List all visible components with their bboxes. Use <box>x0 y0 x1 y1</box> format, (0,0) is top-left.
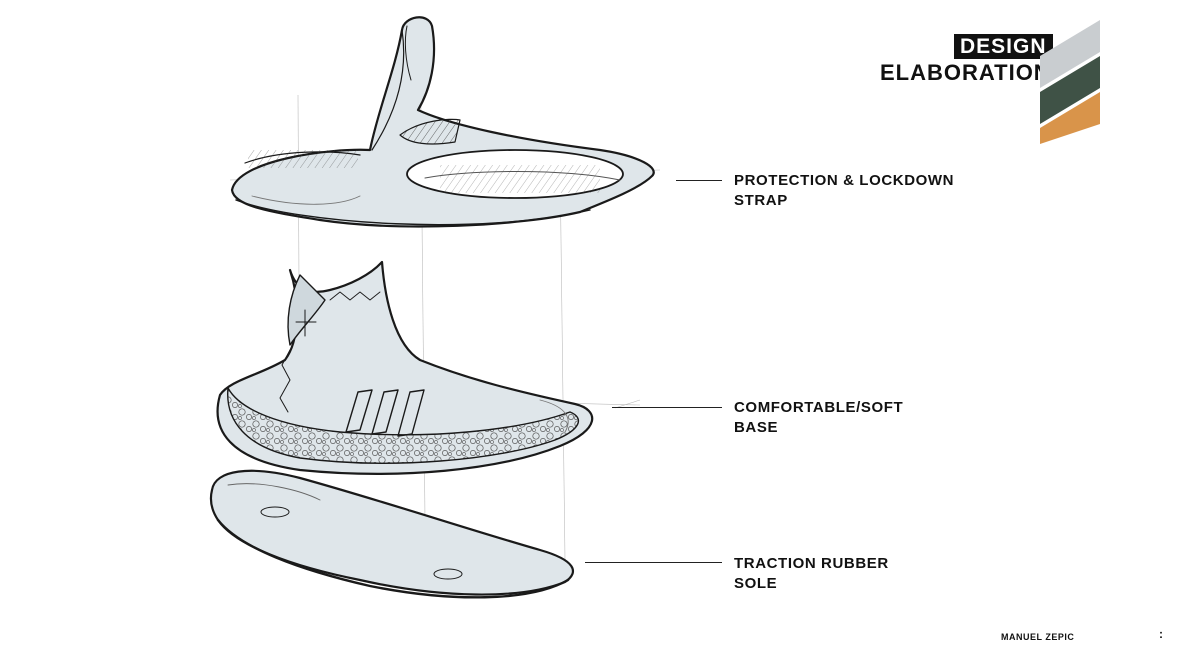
accent-stripe-grey <box>1040 20 1100 88</box>
callout-sole-line2: SOLE <box>734 575 778 592</box>
strap-layer <box>230 16 655 228</box>
callout-strap: PROTECTION & LOCKDOWN STRAP <box>734 171 954 211</box>
accent-stripe-green <box>1040 56 1100 124</box>
callout-base-line2: BASE <box>734 419 779 436</box>
accent-stripes <box>1040 20 1100 144</box>
author-name: MANUEL ZEPIC <box>1001 632 1075 642</box>
callout-strap-line1: PROTECTION & LOCKDOWN <box>734 172 955 189</box>
callout-sole: TRACTION RUBBER SOLE <box>734 554 889 594</box>
callout-sole-line1: TRACTION RUBBER <box>734 555 889 572</box>
three-stripes <box>345 389 425 437</box>
leader-line-sole <box>585 562 722 563</box>
outsole-layer <box>209 469 575 599</box>
title-design: DESIGN <box>954 34 1053 59</box>
title-elaboration: ELABORATION <box>880 60 1051 85</box>
leader-line-strap <box>676 180 722 181</box>
callout-strap-line2: STRAP <box>734 192 788 209</box>
leader-line-base <box>612 407 722 408</box>
upper-base-layer <box>216 260 594 475</box>
page-mark: : <box>1159 627 1163 641</box>
callout-base: COMFORTABLE/SOFT BASE <box>734 398 903 438</box>
accent-stripe-orange <box>1040 92 1100 144</box>
callout-base-line1: COMFORTABLE/SOFT <box>734 399 904 416</box>
